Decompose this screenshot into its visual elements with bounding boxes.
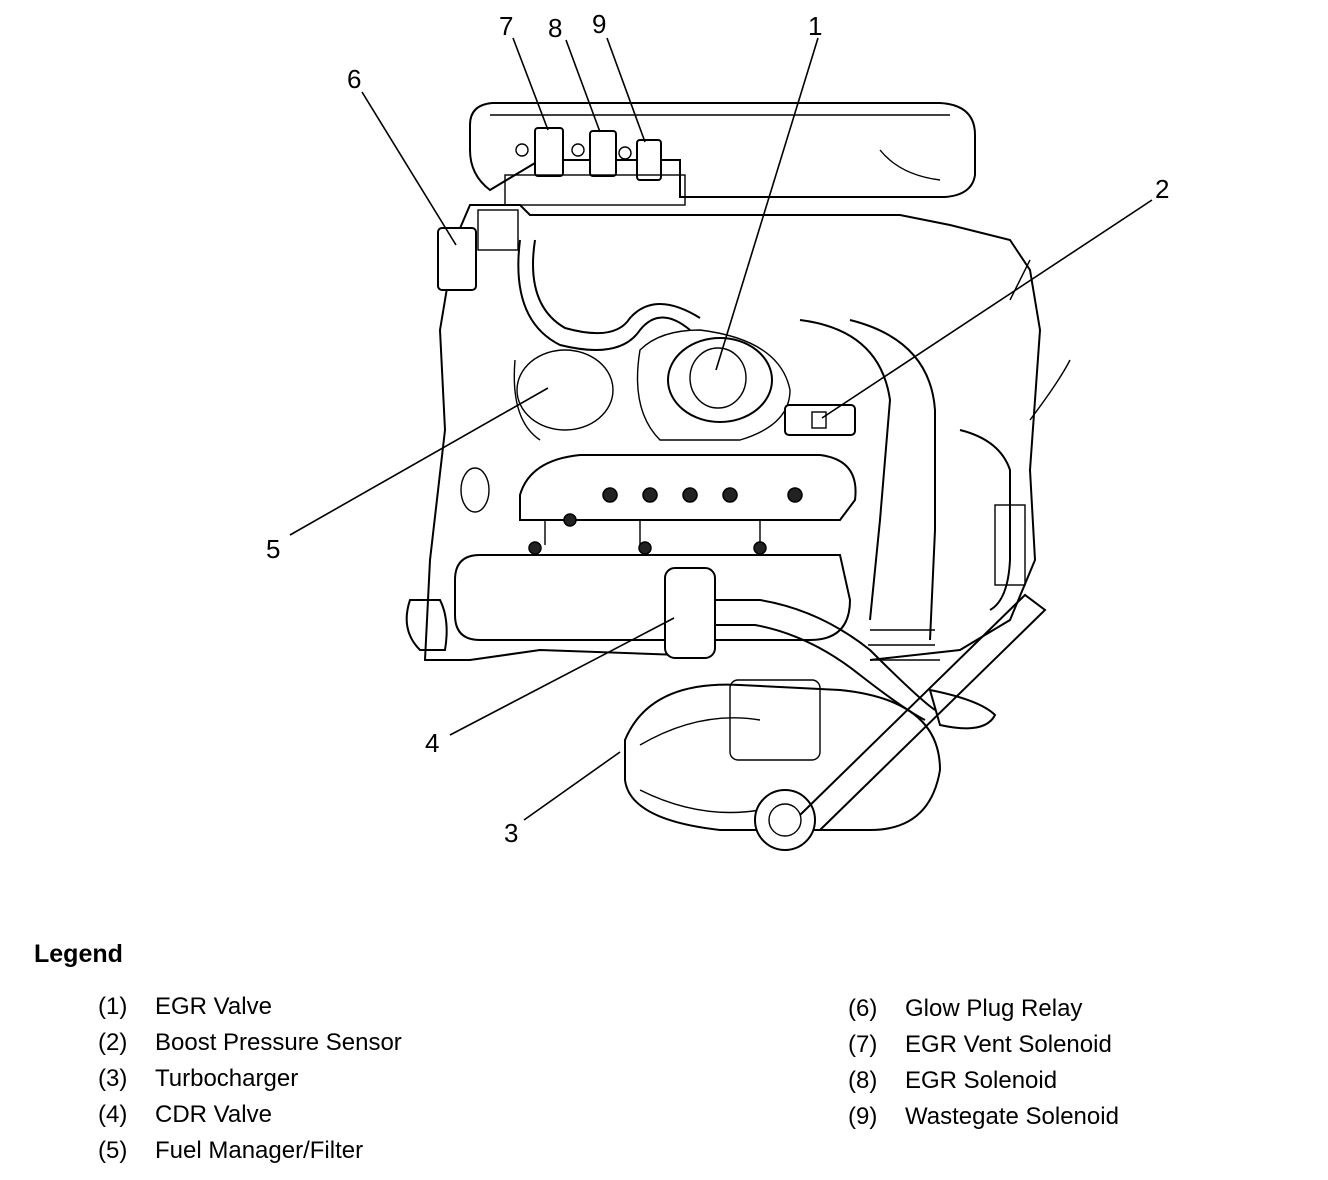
callout-8: 8 bbox=[548, 13, 562, 43]
legend-number: (7) bbox=[848, 1031, 878, 1058]
leader-line-1 bbox=[715, 37, 819, 371]
callout-3: 3 bbox=[504, 818, 518, 848]
egr-solenoid-shape bbox=[589, 130, 617, 177]
engine-illustration bbox=[405, 102, 1071, 851]
egr-vent-solenoid-shape bbox=[534, 127, 564, 177]
legend-number: (2) bbox=[98, 1029, 128, 1056]
glow-plug-relay-shape bbox=[437, 227, 477, 291]
legend-number: (8) bbox=[848, 1067, 878, 1094]
callout-labels: 1 2 3 4 5 6 7 8 9 bbox=[266, 9, 1169, 848]
legend-label: Boost Pressure Sensor bbox=[155, 1029, 402, 1056]
leader-line-9 bbox=[606, 37, 646, 143]
callout-4: 4 bbox=[425, 728, 439, 758]
legend-label: EGR Vent Solenoid bbox=[905, 1031, 1112, 1058]
callout-9: 9 bbox=[592, 9, 606, 39]
legend-item-egr-vent-solenoid: (7) EGR Vent Solenoid bbox=[848, 1030, 1119, 1066]
legend-number: (9) bbox=[848, 1103, 878, 1130]
engine-diagram: 1 2 3 4 5 6 7 8 9 bbox=[266, 9, 1169, 851]
legend-item-glow-plug-relay: (6) Glow Plug Relay bbox=[848, 994, 1119, 1030]
legend-item-wastegate-solenoid: (9) Wastegate Solenoid bbox=[848, 1102, 1119, 1138]
legend-label: Glow Plug Relay bbox=[905, 995, 1083, 1022]
legend-number: (1) bbox=[98, 993, 128, 1020]
legend-item-egr-valve: (1) EGR Valve bbox=[98, 992, 402, 1028]
legend-item-fuel-manager-filter: (5) Fuel Manager/Filter bbox=[98, 1136, 402, 1172]
legend-label: Fuel Manager/Filter bbox=[155, 1137, 364, 1164]
leader-line-7 bbox=[512, 37, 549, 131]
legend-label: CDR Valve bbox=[155, 1101, 272, 1128]
legend-item-cdr-valve: (4) CDR Valve bbox=[98, 1100, 402, 1136]
leader-line-3 bbox=[523, 751, 621, 821]
egr-valve-shape bbox=[667, 337, 773, 423]
leader-lines bbox=[289, 37, 1153, 821]
leader-line-8 bbox=[565, 39, 601, 133]
legend-title: Legend bbox=[34, 940, 123, 968]
legend-label: Wastegate Solenoid bbox=[905, 1103, 1119, 1130]
leader-line-5 bbox=[289, 387, 549, 536]
legend-label: Turbocharger bbox=[155, 1065, 299, 1092]
legend-number: (5) bbox=[98, 1137, 128, 1164]
wastegate-solenoid-shape bbox=[636, 139, 662, 181]
cdr-valve-shape bbox=[664, 567, 716, 659]
turbocharger-shape bbox=[624, 683, 942, 831]
legend-number: (6) bbox=[848, 995, 878, 1022]
legend-right-column: (6)Glow Plug Relay (7)EGR Vent Solenoid … bbox=[848, 994, 1119, 1138]
legend-item-turbocharger: (3) Turbocharger bbox=[98, 1064, 402, 1100]
callout-7: 7 bbox=[499, 11, 513, 41]
callout-2: 2 bbox=[1155, 174, 1169, 204]
legend-left-column: (1) EGR Valve (2) Boost Pressure Sensor (3… bbox=[98, 992, 402, 1172]
boost-pressure-sensor-shape bbox=[784, 404, 856, 436]
leader-line-6 bbox=[361, 91, 457, 246]
legend-label: EGR Solenoid bbox=[905, 1067, 1058, 1094]
legend-number: (3) bbox=[98, 1065, 128, 1092]
callout-5: 5 bbox=[266, 534, 280, 564]
legend-label: EGR Valve bbox=[155, 993, 272, 1020]
legend-item-egr-solenoid: (8) EGR Solenoid bbox=[848, 1066, 1119, 1102]
callout-6: 6 bbox=[347, 64, 361, 94]
legend-item-boost-pressure-sensor: (2) Boost Pressure Sensor bbox=[98, 1028, 402, 1064]
leader-line-2 bbox=[821, 199, 1153, 419]
legend-number: (4) bbox=[98, 1101, 128, 1128]
leader-line-4 bbox=[449, 617, 675, 736]
callout-1: 1 bbox=[808, 11, 822, 41]
